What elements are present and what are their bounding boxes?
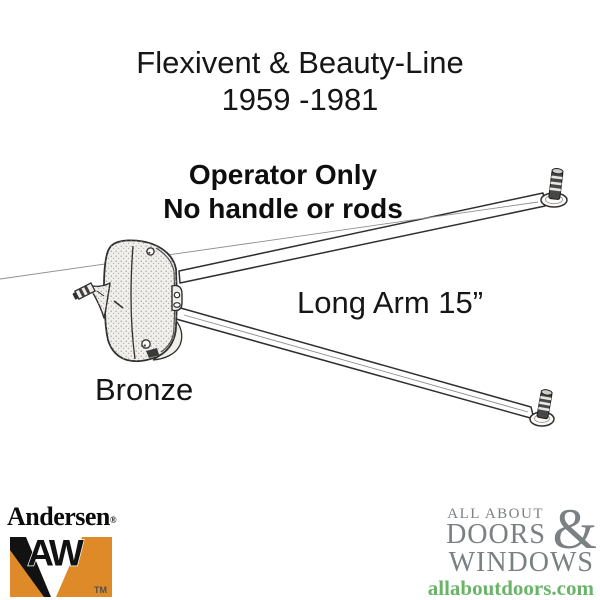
note-line2: No handle or rods [163,193,403,224]
upper-arm-mount-stud [540,168,568,208]
crank-spline [72,282,111,319]
title-line2: 1959 -1981 [221,82,379,117]
lower-arm [175,306,535,420]
aad-website-url: allaboutdoors.com [427,576,594,600]
andersen-monogram: AW [27,537,84,574]
material-label: Bronze [95,372,194,407]
allaboutdoors-logo: & ALL ABOUT DOORS WINDOWS allaboutdoors.… [426,501,597,600]
aad-line-all-about: ALL ABOUT [447,506,544,522]
body-seam-line [130,245,136,360]
arm-length-label: Long Arm 15” [297,285,484,320]
ampersand-glyph: & [552,498,597,561]
aad-line-doors: DOORS [446,519,546,550]
lower-arm-mount-stud [529,389,555,427]
arm-pivot-bracket [171,284,183,312]
registered-mark: ® [109,515,117,525]
andersen-aw-emblem: AW TM [10,537,112,597]
trademark-mark: TM [94,585,107,595]
upper-arm [0,192,546,284]
body-shadow-wedge [146,348,159,358]
emblem-white-triangle [26,537,82,597]
andersen-wordmark: Andersen® [7,502,117,532]
title-block: Flexivent & Beauty-Line 1959 -1981 [0,44,600,118]
screw-bottom [141,339,151,349]
screw-top [146,247,155,256]
title-line1: Flexivent & Beauty-Line [136,45,464,80]
aad-line-windows: WINDOWS [448,547,594,578]
andersen-wordmark-text: Andersen [7,502,110,531]
body-detail-dash [113,300,124,309]
operator-body [103,239,178,363]
note-line1: Operator Only [188,159,378,190]
operator-note: Operator Only No handle or rods [0,158,566,226]
